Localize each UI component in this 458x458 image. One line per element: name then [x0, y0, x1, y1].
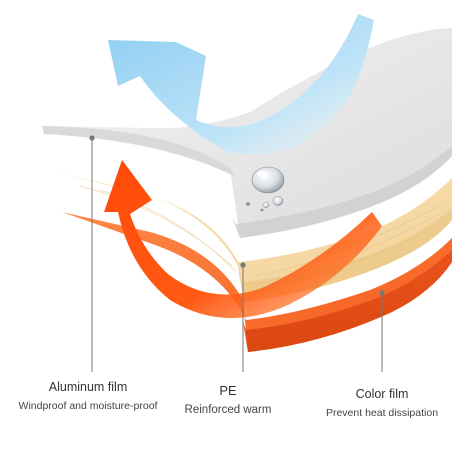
leader-color-film — [379, 290, 385, 372]
color-film-title: Color film — [355, 387, 409, 401]
color-film-subtitle: Prevent heat dissipation — [325, 407, 439, 419]
aluminum-film-subtitle: Windproof and moisture-proof — [18, 400, 158, 412]
pe-label-group: PE Reinforced warm — [185, 383, 272, 416]
warm-air-arrow-icon — [104, 160, 382, 319]
pe-subtitle: Reinforced warm — [184, 404, 272, 416]
aluminum-film-label-group: Aluminum film Windproof and moisture-pro… — [19, 380, 158, 412]
aluminum-film-title: Aluminum film — [48, 380, 128, 394]
color-film-label-group: Color film Prevent heat dissipation — [326, 387, 438, 419]
color-film-layer — [62, 212, 452, 352]
leader-aluminum — [89, 135, 95, 372]
pe-title: PE — [219, 383, 237, 398]
water-droplet-icon — [246, 166, 285, 212]
leader-pe — [240, 262, 246, 372]
cold-air-arrow-icon — [108, 14, 374, 155]
